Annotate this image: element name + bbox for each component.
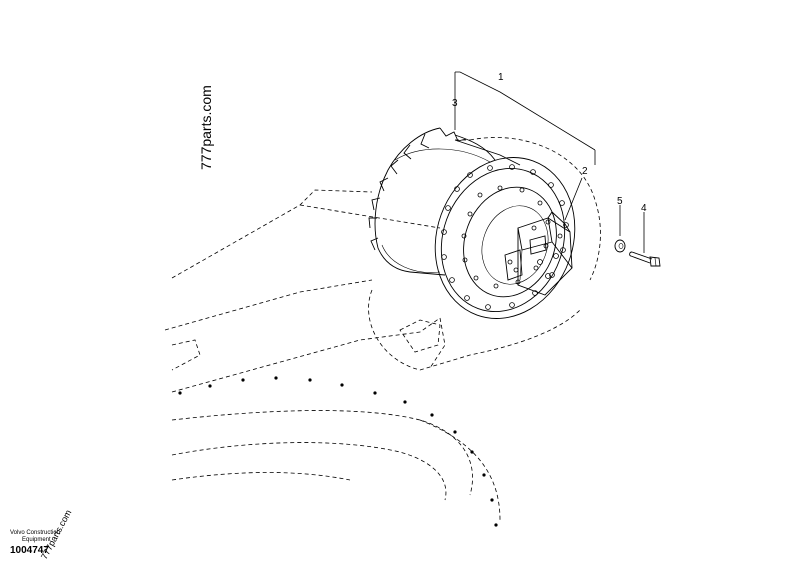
watermark-text: 777parts.com [198,85,214,170]
callout-1: 1 [498,72,504,83]
footer-brand-line2: Equipment [22,537,51,543]
callout-2: 2 [582,166,588,177]
bolt-part [629,251,661,267]
ring-bolt-holes [178,376,498,527]
footer-brand-line1: Volvo Construction [10,530,60,536]
callout-3: 3 [452,98,458,109]
callout-5: 5 [617,196,623,207]
drawing-number: 1004747 [10,545,49,556]
frame-phantom-lines [164,137,601,521]
final-drive-assembly [368,127,576,319]
callout-4: 4 [641,203,647,214]
leader-lines [454,71,645,253]
washer-part [614,239,626,253]
